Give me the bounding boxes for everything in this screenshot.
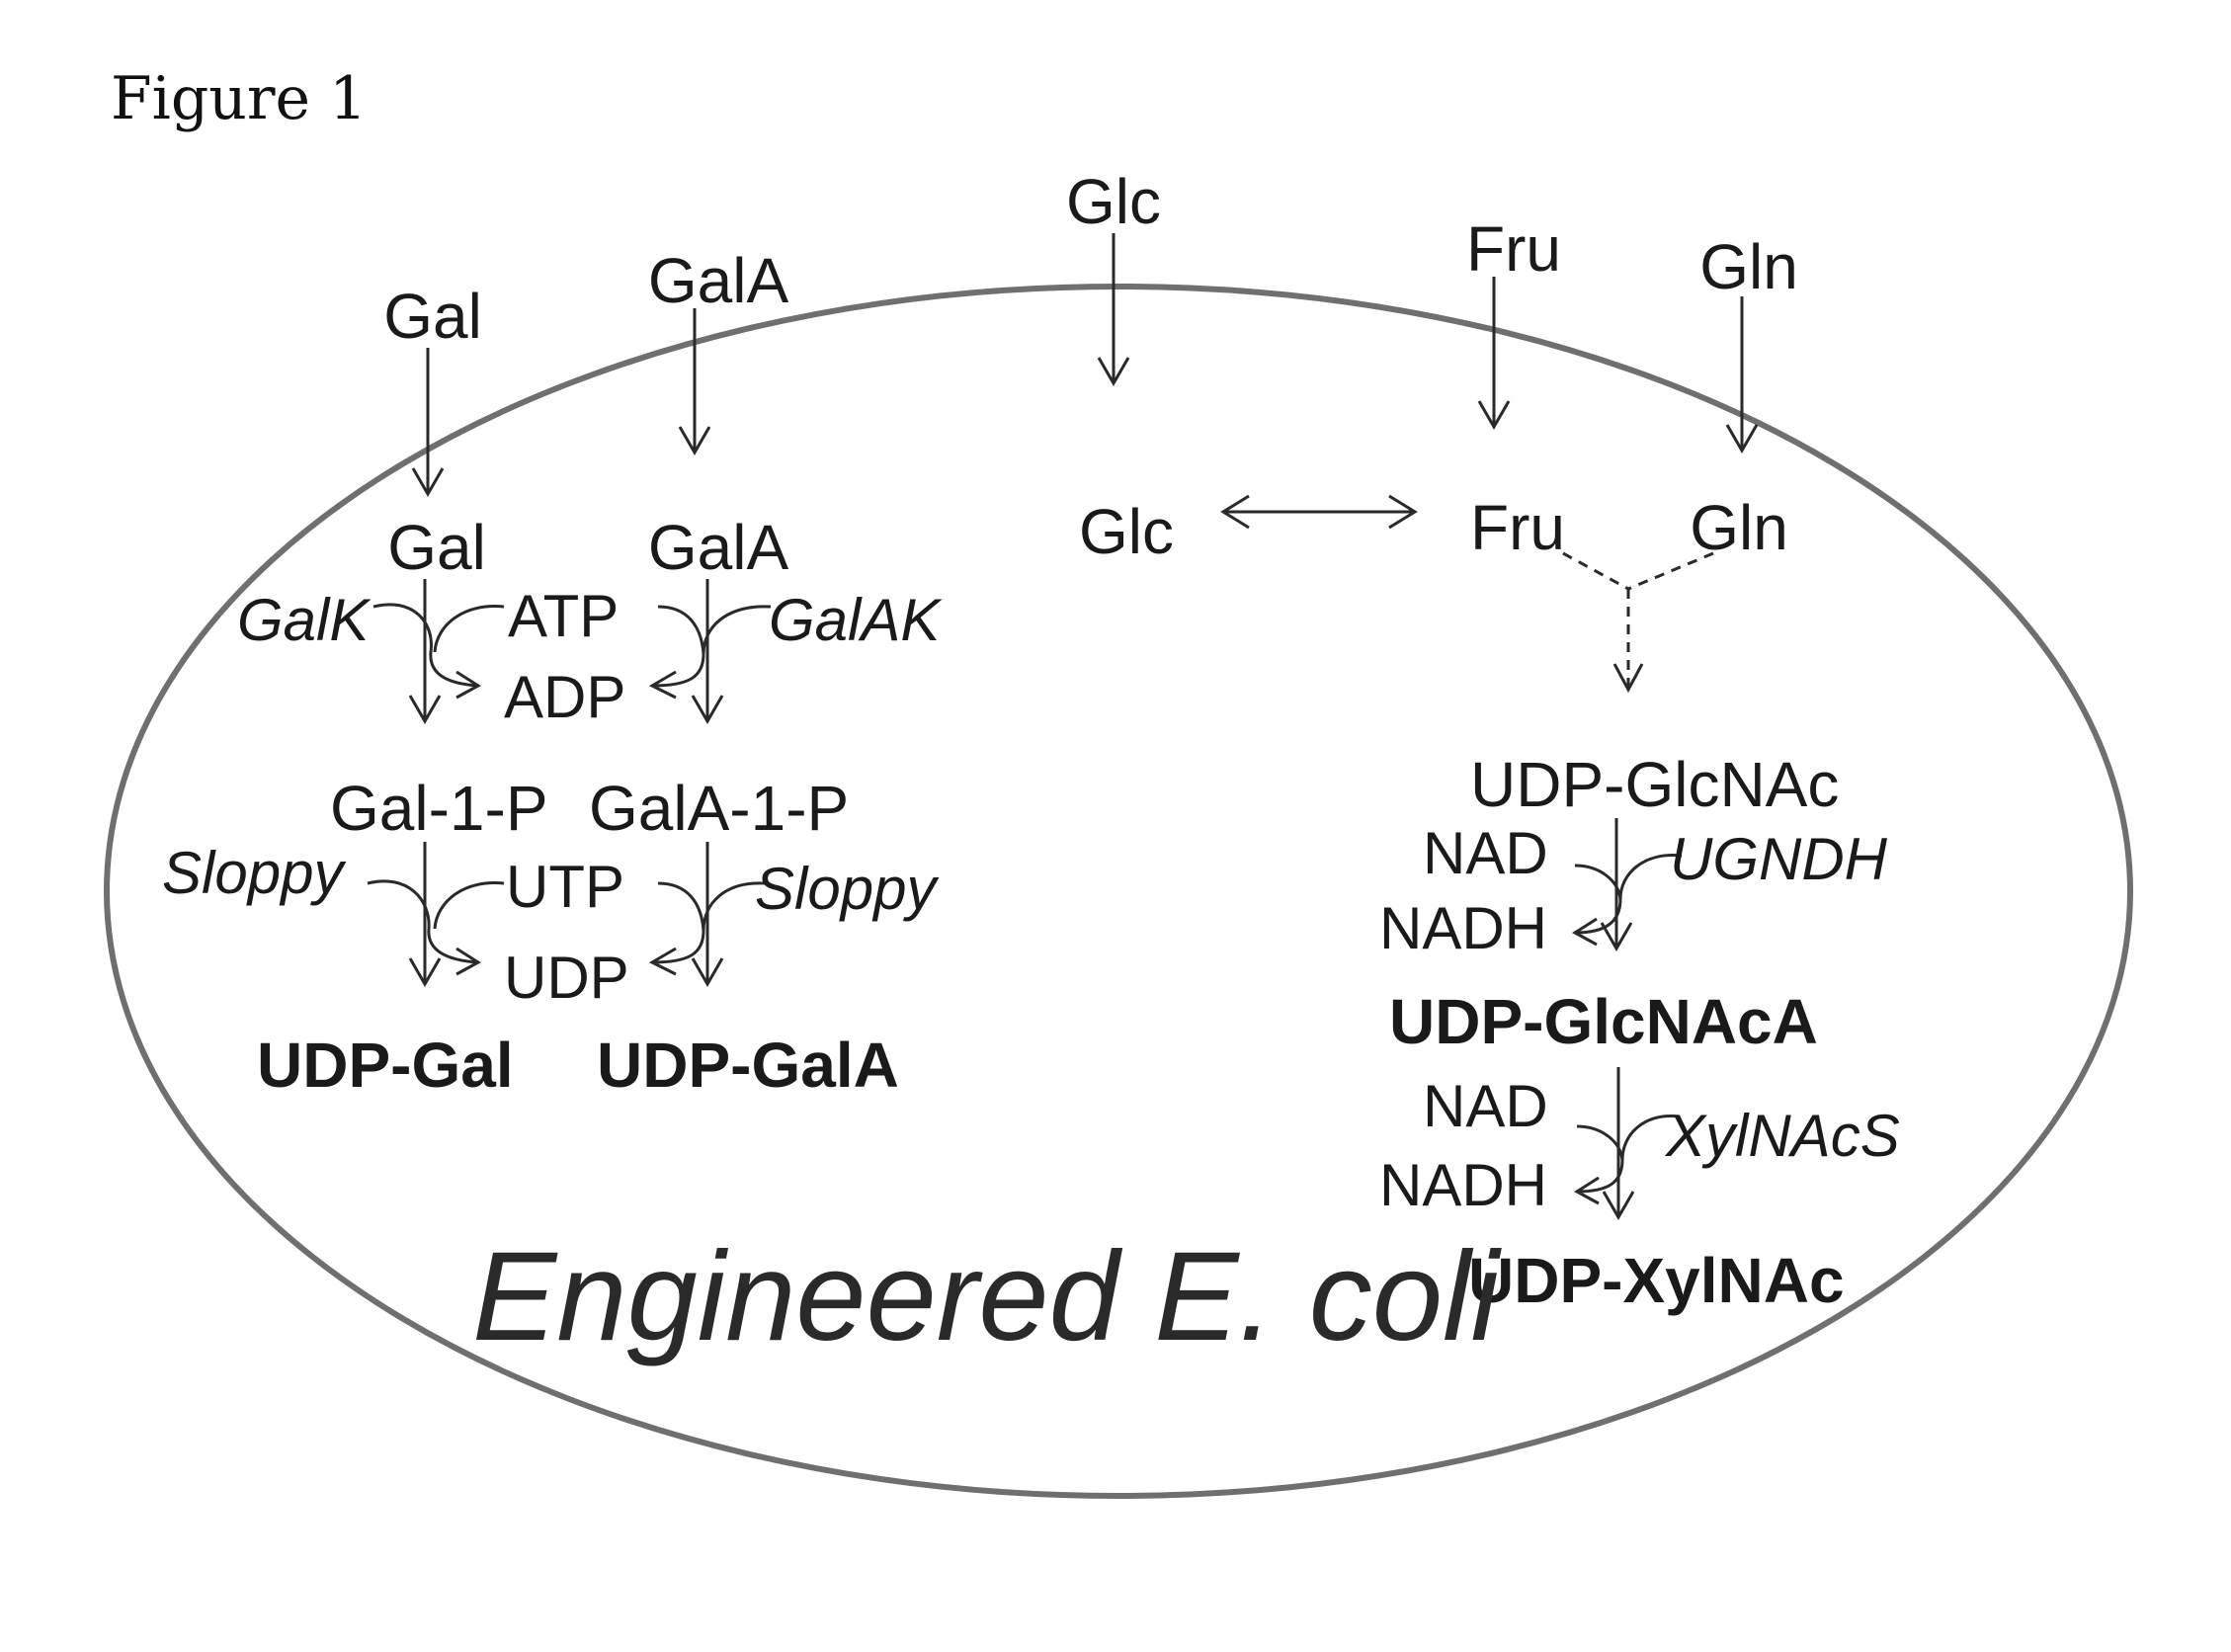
- internal-gal-label: Gal: [387, 512, 486, 583]
- fru-gln-dashed-arrow: [1563, 553, 1713, 688]
- cofactor-nadh-1-label: NADH: [1379, 895, 1547, 961]
- enzyme-galk-label: GalK: [237, 587, 372, 653]
- cofactor-atp-label: ATP: [508, 583, 619, 649]
- glc-fru-double-arrow: [1223, 496, 1415, 528]
- cofactor-utp-label: UTP: [506, 854, 624, 920]
- udp-glcnac-label: UDP-GlcNAc: [1470, 749, 1839, 820]
- internal-gln-label: Gln: [1690, 492, 1788, 563]
- cell-label: Engineered E. coli: [472, 1226, 1502, 1367]
- external-fru-label: Fru: [1466, 213, 1561, 285]
- enzyme-xylnacs-label: XylNAcS: [1664, 1103, 1900, 1169]
- internal-fru-label: Fru: [1470, 492, 1565, 563]
- synthase-step-arrows: [1577, 1067, 1680, 1217]
- internal-glc-label: Glc: [1079, 496, 1174, 567]
- gala-1-p-label: GalA-1-P: [589, 773, 849, 844]
- internal-gala-label: GalA: [648, 512, 789, 583]
- external-gala-label: GalA: [648, 245, 789, 316]
- enzyme-sloppy-right-label: Sloppy: [755, 856, 940, 922]
- enzyme-galak-label: GalAK: [769, 587, 943, 653]
- enzyme-ugndh-label: UGNDH: [1670, 826, 1888, 892]
- product-udp-xylnac-label: UDP-XylNAc: [1468, 1245, 1845, 1316]
- gal-1-p-label: Gal-1-P: [330, 773, 548, 844]
- product-udp-gal-label: UDP-Gal: [257, 1030, 514, 1101]
- enzyme-sloppy-left-label: Sloppy: [162, 840, 347, 906]
- cofactor-nadh-2-label: NADH: [1379, 1152, 1547, 1218]
- external-gln-label: Gln: [1699, 231, 1798, 302]
- cofactor-adp-label: ADP: [504, 664, 625, 730]
- dehydrogenase-step-arrows: [1575, 818, 1682, 949]
- cofactor-nad-1-label: NAD: [1423, 820, 1548, 886]
- product-udp-glcnaca-label: UDP-GlcNAcA: [1389, 986, 1818, 1057]
- cofactor-nad-2-label: NAD: [1423, 1073, 1548, 1139]
- product-udp-gala-label: UDP-GalA: [597, 1030, 899, 1101]
- external-gal-label: Gal: [383, 281, 482, 352]
- external-glc-label: Glc: [1066, 166, 1161, 237]
- cofactor-udp-label: UDP: [504, 945, 629, 1011]
